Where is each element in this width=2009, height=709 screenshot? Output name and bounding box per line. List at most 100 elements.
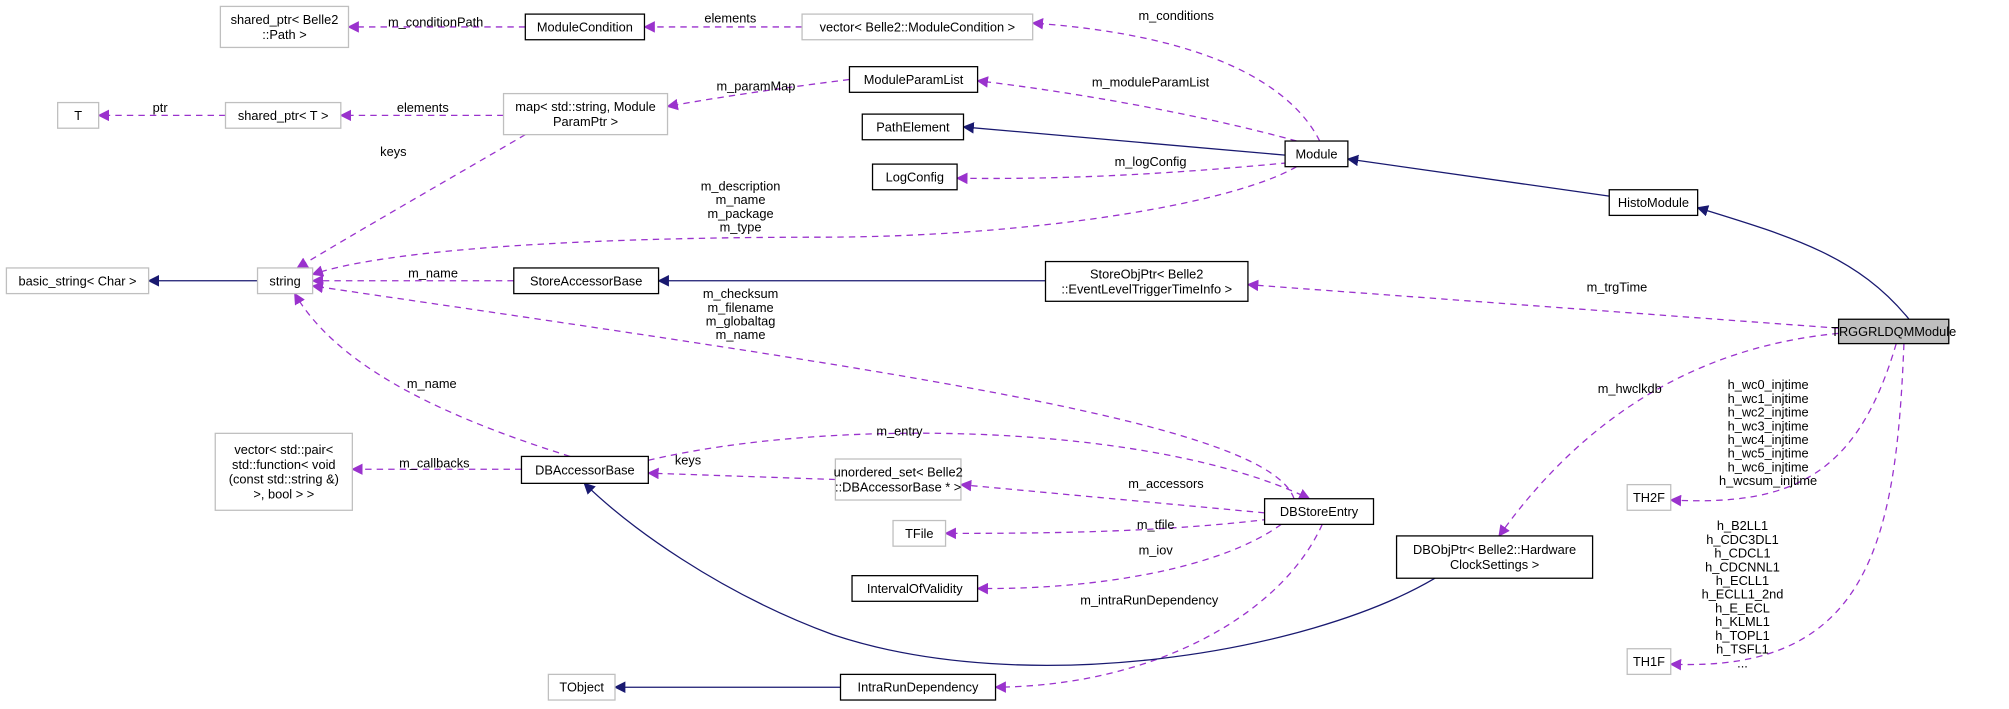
member-name: m_name — [716, 192, 766, 207]
class-node-dbobj[interactable]: DBObjPtr< Belle2::HardwareClockSettings … — [1395, 535, 1594, 579]
edge-label-e17: m_trgTime — [1587, 280, 1648, 295]
edge-label-e7: m_moduleParamList — [1092, 75, 1210, 90]
member-name: m_entry — [876, 423, 923, 438]
class-node-dbab[interactable]: DBAccessorBase — [520, 455, 649, 484]
member-name: h_TSFL1 — [1716, 642, 1769, 657]
member-name: h_CDCNNL1 — [1705, 559, 1780, 574]
class-node-mpl[interactable]: ModuleParamList — [848, 66, 979, 93]
node-box — [214, 432, 353, 511]
class-node-sp-T[interactable]: shared_ptr< T > — [224, 101, 342, 129]
edge-label-e28: m_iov — [1139, 543, 1174, 558]
member-name: h_wc1_injtime — [1728, 391, 1809, 406]
class-node-pathel[interactable]: PathElement — [861, 113, 965, 141]
node-label: TRGGRLDQMModule — [1831, 324, 1956, 339]
member-name: h_E_ECL — [1715, 600, 1770, 615]
member-name: h_KLML1 — [1715, 614, 1770, 629]
member-name: h_TOPL1 — [1715, 628, 1770, 643]
node-box — [861, 113, 965, 141]
member-name: m_iov — [1139, 543, 1174, 558]
member-name: h_ECLL1_2nd — [1702, 587, 1784, 602]
member-name: m_hwclkdb — [1598, 381, 1662, 396]
class-node-ird[interactable]: IntraRunDependency — [839, 673, 997, 701]
edge-label-e27: m_tfile — [1137, 517, 1175, 532]
member-name: m_type — [720, 220, 762, 235]
inheritance-edge-e12 — [1346, 154, 1610, 197]
usage-edge-e10 — [311, 166, 1297, 277]
node-box — [1626, 648, 1672, 676]
edge-label-e1: m_conditionPath — [388, 14, 483, 29]
class-node-uset[interactable]: unordered_set< Belle2::DBAccessorBase * … — [834, 458, 963, 501]
member-name: m_description — [701, 178, 781, 193]
node-label: string — [269, 273, 300, 288]
node-label: basic_string< Char > — [18, 273, 136, 288]
member-name: m_tfile — [1137, 517, 1175, 532]
node-box — [892, 519, 947, 547]
class-node-th1f[interactable]: TH1F — [1626, 648, 1672, 676]
node-label: ::Path > — [262, 27, 306, 42]
node-box — [871, 163, 958, 191]
member-name: elements — [397, 100, 449, 115]
member-name: m_conditions — [1138, 8, 1213, 23]
node-label: ::DBAccessorBase * > — [835, 479, 961, 494]
inheritance-edge-e30 — [583, 482, 1436, 666]
class-node-basic[interactable]: basic_string< Char > — [5, 267, 150, 295]
member-name: m_trgTime — [1587, 280, 1648, 295]
usage-edge-e26 — [959, 479, 1265, 514]
node-label: PathElement — [876, 119, 950, 134]
edge-label-e11: keys — [380, 144, 406, 159]
member-name: keys — [380, 144, 406, 159]
class-node-T[interactable]: T — [57, 101, 100, 129]
class-node-sp-path[interactable]: shared_ptr< Belle2::Path > — [219, 5, 350, 49]
class-node-sop[interactable]: StoreObjPtr< Belle2::EventLevelTriggerTi… — [1044, 260, 1249, 302]
member-name: m_moduleParamList — [1092, 75, 1210, 90]
edge-label-e20: m_hwclkdb — [1598, 381, 1662, 396]
class-node-modcond[interactable]: ModuleCondition — [524, 13, 646, 41]
class-node-histo[interactable]: HistoModule — [1608, 189, 1699, 217]
member-name: m_intraRunDependency — [1080, 593, 1219, 608]
node-label: DBStoreEntry — [1280, 504, 1359, 519]
usage-edge-e9 — [955, 162, 1288, 185]
node-label: ParamPtr > — [553, 114, 618, 129]
usage-edge-e6 — [666, 78, 850, 111]
class-node-tobject[interactable]: TObject — [547, 673, 616, 701]
class-node-trg[interactable]: TRGGRLDQMModule — [1831, 318, 1956, 345]
member-name: m_checksum — [703, 286, 778, 301]
member-name: h_wc6_injtime — [1728, 459, 1809, 474]
class-node-module[interactable]: Module — [1284, 140, 1349, 168]
node-box — [1395, 535, 1594, 579]
class-node-iov[interactable]: IntervalOfValidity — [851, 575, 979, 602]
member-name: h_wcsum_injtime — [1719, 473, 1817, 488]
node-box — [848, 66, 979, 93]
node-label: ::EventLevelTriggerTimeInfo > — [1061, 281, 1232, 296]
class-node-sab[interactable]: StoreAccessorBase — [513, 267, 660, 295]
class-node-vec-modcond[interactable]: vector< Belle2::ModuleCondition > — [801, 13, 1034, 41]
node-label: TH2F — [1633, 490, 1665, 505]
edge-label-e15: m_name — [408, 266, 458, 281]
node-label: std::function< void — [232, 457, 335, 472]
class-node-vecpair[interactable]: vector< std::pair<std::function< void(co… — [214, 432, 353, 511]
class-node-logcfg[interactable]: LogConfig — [871, 163, 958, 191]
edge-label-e22: h_B2LL1h_CDC3DL1h_CDCL1h_CDCNNL1h_ECLL1h… — [1702, 518, 1784, 670]
class-node-dbse[interactable]: DBStoreEntry — [1263, 498, 1375, 526]
member-name: h_B2LL1 — [1717, 518, 1768, 533]
class-node-string[interactable]: string — [256, 267, 314, 295]
node-box — [1608, 189, 1699, 217]
node-box — [1626, 483, 1672, 511]
inheritance-edge-e13 — [1696, 205, 1910, 320]
node-label: StoreObjPtr< Belle2 — [1090, 267, 1203, 282]
edge-label-e6: m_paramMap — [716, 78, 795, 93]
member-name: h_wc2_injtime — [1728, 405, 1809, 420]
class-node-th2f[interactable]: TH2F — [1626, 483, 1672, 511]
edge-label-e4: ptr — [153, 100, 169, 115]
class-node-tfile[interactable]: TFile — [892, 519, 947, 547]
member-name: m_name — [408, 266, 458, 281]
member-name: h_wc0_injtime — [1728, 377, 1809, 392]
edge-label-e24: keys — [675, 453, 701, 468]
node-label: StoreAccessorBase — [530, 273, 642, 288]
node-label: vector< std::pair< — [234, 442, 333, 457]
node-box — [5, 267, 150, 295]
